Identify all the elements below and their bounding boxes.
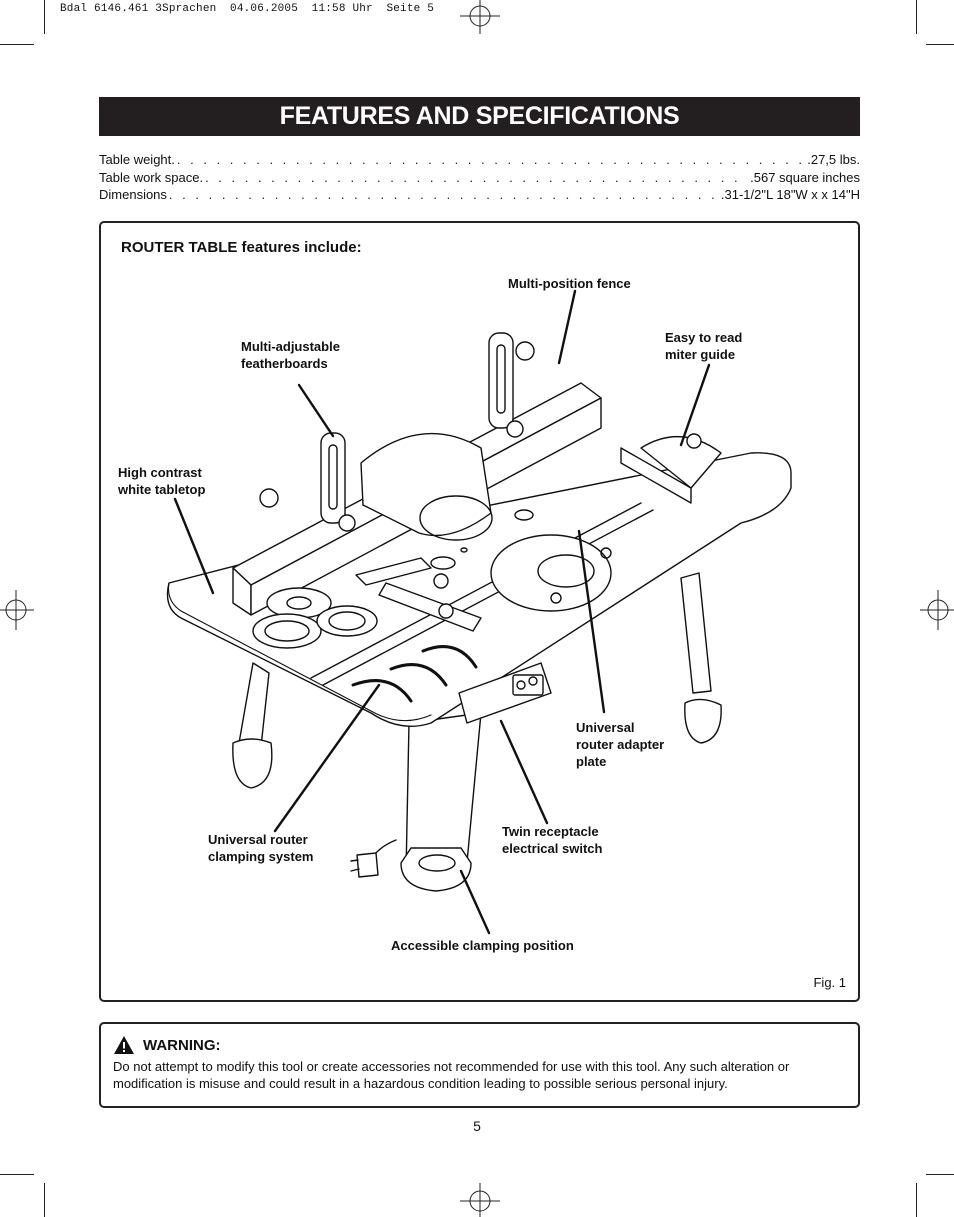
spec-row-weight: Table weight. . . . . . . . . . . . . . … (99, 152, 860, 170)
callout-adapter-plate: Universal router adapter plate (576, 720, 665, 769)
registration-mark (460, 0, 500, 34)
callout-clamping-position: Accessible clamping position (391, 938, 574, 953)
registration-mark (920, 590, 954, 630)
dot-leader: . . . . . . . . . . . . . . . . . . . . … (205, 169, 748, 185)
dot-leader: . . . . . . . . . . . . . . . . . . . . … (176, 152, 806, 167)
callout-miter-guide: Easy to read miter guide (665, 330, 743, 362)
crop-mark (926, 1174, 954, 1175)
spec-value: .31-1/2"L 18"W x x 14"H (720, 187, 860, 202)
spec-value: .567 square inches (750, 169, 860, 185)
figure-heading: ROUTER TABLE features include: (121, 239, 362, 256)
crop-mark (44, 0, 45, 34)
crop-mark (916, 1183, 917, 1217)
warning-triangle-icon (114, 1036, 134, 1054)
router-table-illustration (166, 289, 792, 935)
specifications-list: Table weight. . . . . . . . . . . . . . … (99, 152, 860, 205)
crop-mark (926, 44, 954, 45)
callout-white-tabletop: High contrast white tabletop (118, 465, 206, 497)
crop-mark (916, 0, 917, 34)
registration-mark (0, 590, 34, 630)
callout-multi-position-fence: Multi-position fence (508, 276, 631, 291)
spec-label: Table work space. (99, 169, 204, 185)
callout-clamping-system: Universal router clamping system (208, 832, 314, 864)
warning-title: WARNING: (143, 1036, 221, 1054)
warning-panel: WARNING: Do not attempt to modify this t… (99, 1022, 860, 1108)
page-title: FEATURES AND SPECIFICATIONS (99, 97, 860, 136)
callout-featherboards: Multi-adjustable featherboards (241, 339, 340, 371)
spec-row-dimensions: Dimensions . . . . . . . . . . . . . . .… (99, 187, 860, 205)
spec-row-work-space: Table work space. . . . . . . . . . . . … (99, 170, 860, 188)
figure-panel: ROUTER TABLE features include: Multi-pos… (99, 221, 860, 1002)
registration-mark (460, 1183, 500, 1217)
crop-mark (0, 44, 34, 45)
figure-caption: Fig. 1 (813, 975, 846, 990)
spec-value: .27,5 lbs. (807, 152, 860, 167)
print-header: Bdal 6146.461 3Sprachen 04.06.2005 11:58… (60, 3, 435, 15)
warning-header: WARNING: (113, 1035, 221, 1055)
spec-label: Dimensions (99, 187, 167, 202)
spec-label: Table weight. (99, 152, 175, 167)
crop-mark (44, 1183, 45, 1217)
callout-twin-receptacle: Twin receptacle electrical switch (502, 824, 603, 856)
warning-text: Do not attempt to modify this tool or cr… (113, 1059, 790, 1091)
crop-mark (0, 1174, 34, 1175)
dot-leader: . . . . . . . . . . . . . . . . . . . . … (168, 187, 719, 202)
page-number: 5 (473, 1118, 481, 1134)
